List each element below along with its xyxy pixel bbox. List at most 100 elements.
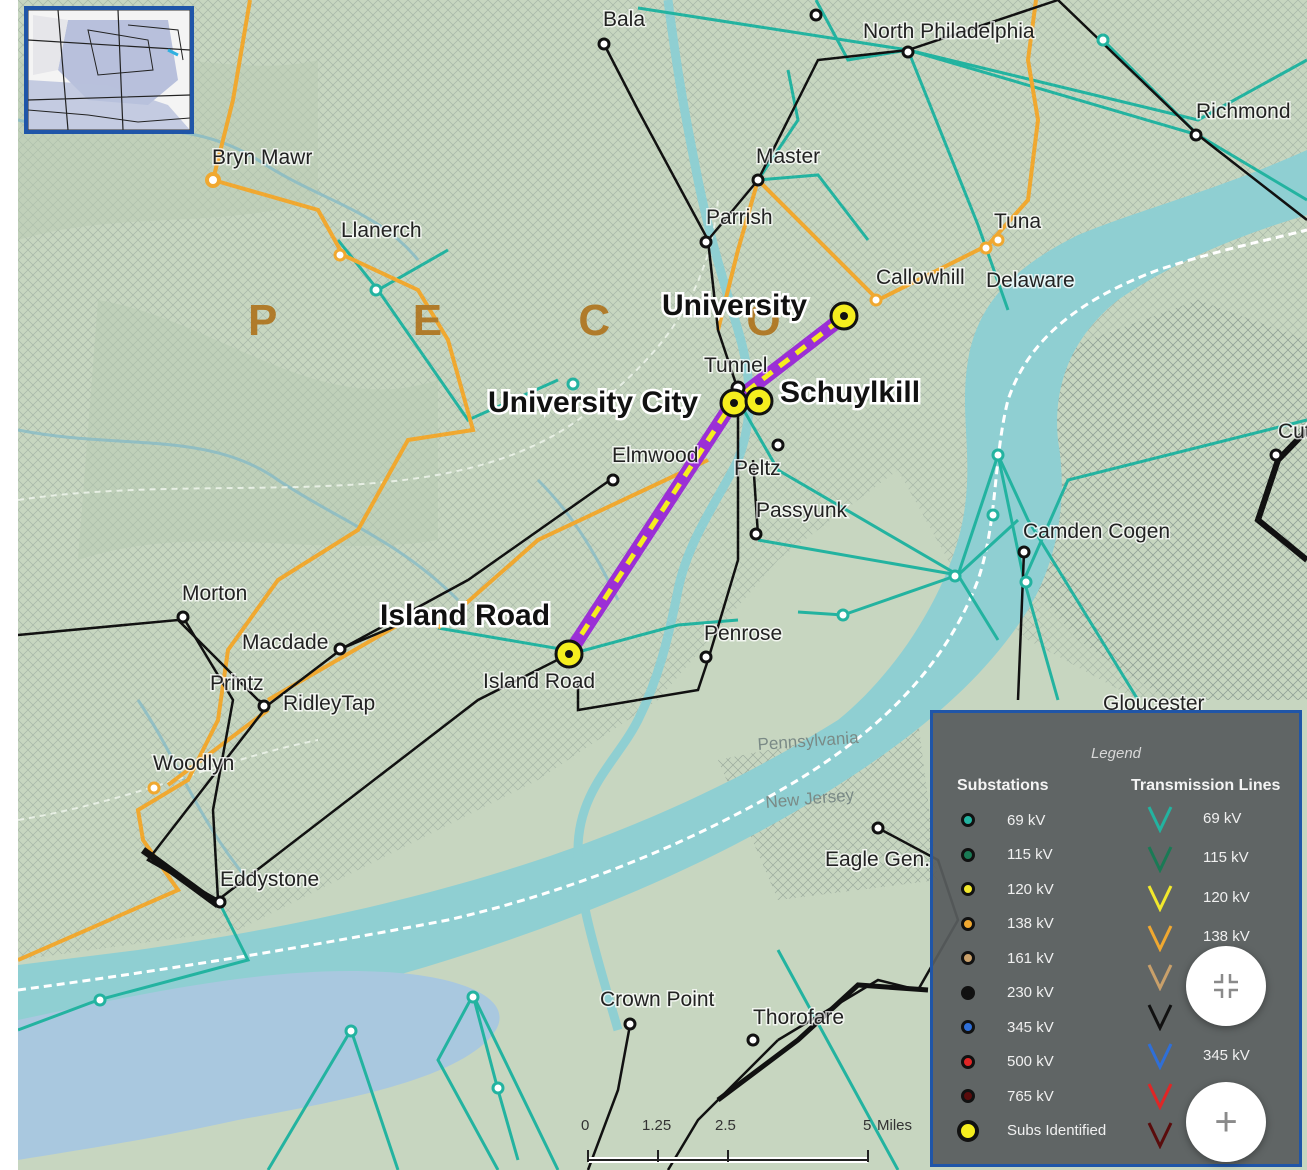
place-label-richmond: Richmond <box>1196 100 1291 123</box>
legend-line-row: 115 kV <box>1127 843 1249 873</box>
place-label-woodlyn: Woodlyn <box>153 752 234 775</box>
legend-substations-header: Substations <box>957 777 1049 794</box>
county-line <box>18 199 719 501</box>
place-label-eagle-gen: Eagle Gen. <box>825 848 930 871</box>
place-label-bryn-mawr: Bryn Mawr <box>212 146 312 169</box>
state-border <box>18 228 1307 992</box>
legend-substation-row: 230 kV <box>933 978 1054 1008</box>
legend-line-label: 120 kV <box>1203 888 1250 906</box>
place-label-macdade: Macdade <box>242 631 328 654</box>
zoom-in-button[interactable]: + <box>1186 1082 1266 1162</box>
zoom-in-icon: + <box>1214 1100 1238 1144</box>
legend-line-row <box>1127 1001 1203 1031</box>
place-label-eddystone: Eddystone <box>220 868 319 891</box>
lines-138kv <box>18 0 1041 962</box>
place-label-crown-point: Crown Point <box>600 988 715 1011</box>
place-label-cut-partial: Cut <box>1278 420 1307 443</box>
place-label-peltz: Peltz <box>734 457 781 480</box>
scale-tick-0: 0 <box>581 1117 589 1134</box>
substation-dot-icon <box>961 1089 975 1103</box>
place-label-island-road-small: Island Road <box>483 670 595 693</box>
legend-substation-label: 345 kV <box>1007 1018 1054 1036</box>
transmission-line-icon <box>1147 885 1173 912</box>
legend-substation-label: Subs Identified <box>1007 1122 1107 1139</box>
legend-substation-row: 500 kV <box>933 1047 1054 1077</box>
identified-substation-icon <box>957 1119 979 1142</box>
river-lower <box>18 971 500 1160</box>
map-canvas[interactable]: P E C O Pennsylvania New Jersey Bala Nor… <box>18 0 1307 1170</box>
legend-line-row: 120 kV <box>1127 882 1250 912</box>
place-label-north-philadelphia: North Philadelphia <box>863 20 1035 43</box>
substation-dot-icon <box>961 1020 975 1034</box>
region-label-peco: P E C O <box>248 296 843 345</box>
inset-svg <box>28 10 190 130</box>
scale-tick-1-25: 1.25 <box>642 1117 671 1134</box>
legend-substation-label: 115 kV <box>1007 846 1053 863</box>
service-territory-nj <box>978 300 1307 700</box>
substation-dot-icon <box>961 985 975 1000</box>
place-label-parrish: Parrish <box>706 206 773 229</box>
scale-tick-2-5: 2.5 <box>715 1117 736 1134</box>
line-230kv-heavy <box>716 982 929 1102</box>
place-label-elmwood: Elmwood <box>612 444 698 467</box>
lines-69kv <box>18 0 1307 1170</box>
legend-lines-header: Transmission Lines <box>1131 777 1281 794</box>
place-label-tunnel: Tunnel <box>704 354 767 377</box>
label-university-city: University City <box>488 386 698 419</box>
place-label-tuna: Tuna <box>994 210 1041 233</box>
label-island-road: Island Road <box>380 599 550 632</box>
line-230kv-heavy <box>140 847 221 908</box>
substation-dot-icon <box>961 882 975 896</box>
legend-substation-row: 138 kV <box>933 909 1054 939</box>
legend-line-label: 138 kV <box>1203 928 1250 945</box>
place-label-passyunk: Passyunk <box>756 499 848 522</box>
collapse-icon <box>1214 974 1238 998</box>
place-label-llanerch: Llanerch <box>341 219 422 242</box>
transmission-line-icon <box>1147 924 1173 952</box>
label-university: University <box>662 289 807 322</box>
transmission-line-icon <box>1147 964 1173 991</box>
relief-shade <box>78 300 438 560</box>
scale-bar: 0 1.25 2.5 5 Miles <box>581 1117 912 1163</box>
creek <box>136 699 250 881</box>
transmission-line-icon <box>1147 845 1173 873</box>
line-230kv-heavy <box>1254 427 1307 563</box>
county-line <box>18 739 319 821</box>
place-label-callowhill: Callowhill <box>876 266 965 289</box>
label-schuylkill: Schuylkill <box>780 376 920 409</box>
legend-substation-label: 765 kV <box>1007 1087 1054 1105</box>
legend-substation-row: 115 kV <box>933 840 1053 870</box>
legend-substation-label: 138 kV <box>1007 915 1054 932</box>
collapse-button[interactable] <box>1186 946 1266 1026</box>
legend-substation-row: 765 kV <box>933 1081 1054 1111</box>
substation-dot-icon <box>961 847 975 862</box>
legend-line-label: 69 kV <box>1203 809 1242 827</box>
legend-line-row: 138 kV <box>1127 922 1250 952</box>
legend-line-row <box>1127 1080 1203 1110</box>
substation-dot-icon <box>961 1054 975 1069</box>
legend-line-row: 345 kV <box>1127 1040 1250 1070</box>
legend-line-row: 69 kV <box>1127 803 1241 833</box>
scale-tick-5: 5 <box>863 1117 871 1134</box>
legend-line-row <box>1127 961 1203 991</box>
place-label-penrose: Penrose <box>704 622 782 645</box>
legend-substation-label: 161 kV <box>1007 949 1054 967</box>
transmission-line-icon <box>1147 1122 1173 1149</box>
place-label-morton: Morton <box>182 582 247 605</box>
legend-substation-row: 120 kV <box>933 874 1054 904</box>
legend-title: Legend <box>1090 745 1142 762</box>
place-label-delaware: Delaware <box>986 269 1075 292</box>
substations-69kv <box>93 33 1110 1095</box>
overview-inset-map[interactable] <box>24 6 194 134</box>
legend-substation-label: 500 kV <box>1007 1053 1054 1070</box>
substation-dot-icon <box>961 951 975 965</box>
scale-unit: Miles <box>877 1117 912 1134</box>
place-label-printz: Printz <box>210 672 264 695</box>
legend-line-label: 115 kV <box>1203 849 1249 866</box>
substations-138kv <box>147 172 1005 795</box>
transmission-line-icon <box>1147 1003 1173 1031</box>
schuylkill-river <box>573 0 754 1032</box>
legend-substation-label: 69 kV <box>1007 811 1046 829</box>
substations-identified[interactable] <box>554 301 859 669</box>
legend-substation-label: 230 kV <box>1007 984 1054 1001</box>
